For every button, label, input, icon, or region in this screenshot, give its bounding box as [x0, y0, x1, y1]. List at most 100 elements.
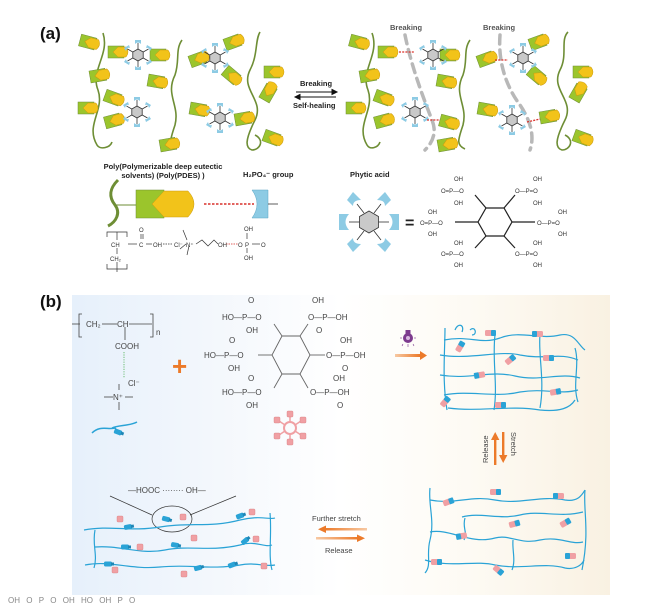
monomer-structure — [72, 313, 154, 410]
token: OH — [62, 596, 75, 605]
pdes-unit — [373, 111, 397, 130]
pdes-unit — [568, 79, 590, 104]
fracture-line — [497, 33, 534, 152]
stretched-network — [83, 512, 276, 571]
svg-text:O: O — [337, 401, 343, 410]
phytic-acid-crosslinker — [123, 39, 153, 71]
pdes-unit — [263, 65, 285, 79]
release-label-vertical: Release — [481, 435, 490, 463]
uv-lamp-icon — [400, 330, 416, 347]
pdes-unit — [538, 108, 561, 125]
svg-text:OH: OH — [533, 263, 542, 269]
phytic-acid-structure-a — [455, 194, 535, 249]
svg-text:OH: OH — [244, 227, 253, 233]
svg-text:C: C — [139, 243, 144, 249]
equals-sign: = — [405, 215, 414, 232]
phytic-acid-structure-b — [258, 323, 325, 389]
pdes-unit — [103, 111, 127, 130]
token: O — [26, 596, 33, 605]
arrow-backward-label: Self-healing — [293, 101, 336, 110]
svg-text:O—P—OH: O—P—OH — [310, 388, 350, 397]
svg-text:OH: OH — [218, 243, 227, 249]
pdes-unit — [436, 136, 459, 153]
monomer-unit-icon — [113, 428, 125, 437]
pdes-unit — [222, 32, 247, 51]
svg-text:OH: OH — [533, 201, 542, 207]
breaking-label-2: Breaking — [483, 23, 516, 32]
svg-text:O—P=O: O—P=O — [537, 221, 560, 227]
uv-cure-arrow — [395, 351, 427, 360]
pdes-unit — [102, 89, 127, 108]
svg-text:OH: OH — [312, 296, 324, 305]
pdes-unit — [572, 65, 594, 79]
svg-text:O—P=O: O—P=O — [515, 189, 538, 195]
polymer-chain — [169, 39, 183, 150]
pdes-unit — [348, 33, 372, 52]
pdes-unit — [438, 113, 462, 132]
svg-text:OH: OH — [246, 401, 258, 410]
pdes-chemical-structure — [106, 229, 260, 272]
svg-text:O: O — [238, 243, 243, 249]
phytic-acid-pink-icon — [273, 410, 307, 446]
svg-text:N⁺: N⁺ — [113, 393, 123, 402]
svg-text:OH: OH — [533, 177, 542, 183]
svg-text:O: O — [342, 364, 348, 373]
pdes-unit — [527, 32, 552, 51]
broken-network — [345, 31, 596, 153]
svg-text:P: P — [245, 243, 249, 249]
svg-text:OH: OH — [244, 256, 253, 262]
pdes-unit — [345, 101, 367, 115]
pdes-unit — [435, 73, 458, 90]
further-stretch-label: Further stretch — [312, 514, 361, 523]
pdes-unit — [188, 101, 211, 118]
polymer-chain — [556, 31, 572, 151]
svg-text:O: O — [139, 228, 144, 234]
arrow-forward-label: Breaking — [300, 79, 333, 88]
svg-text:O: O — [229, 336, 235, 345]
pdes-unit — [261, 129, 286, 148]
svg-text:CH: CH — [117, 320, 129, 329]
h2po4-group-symbol — [251, 189, 269, 219]
polymer-chain — [246, 31, 262, 151]
inset-circle — [109, 495, 237, 533]
polymer-chain — [92, 32, 113, 149]
stretch-label-vertical: Stretch — [509, 432, 518, 456]
pdes-unit — [439, 48, 461, 62]
crosslinked-network-units — [439, 330, 562, 408]
pdes-unit — [377, 45, 399, 59]
panel-b-background — [72, 295, 610, 595]
polymer-chain — [457, 39, 471, 150]
svg-text:OH: OH — [454, 177, 463, 183]
svg-text:OH: OH — [153, 243, 162, 249]
pdes-chemical-labels: CH CH₂ O C OH Cl⁻ N⁺ OH O P OH OH O — [110, 227, 266, 263]
token: P — [38, 596, 45, 605]
h2po4-legend-label: H₂PO₄⁻ group — [243, 170, 294, 179]
pdes-legend-title-line1: Poly(Polymerizable deep eutectic — [103, 162, 223, 171]
svg-text:OH: OH — [428, 232, 437, 238]
svg-text:OH: OH — [340, 336, 352, 345]
svg-text:OH: OH — [246, 326, 258, 335]
broken-hbonds — [399, 51, 541, 123]
svg-text:O—P—OH: O—P—OH — [326, 351, 366, 360]
phytic-acid-legend-schematic — [339, 192, 399, 252]
svg-text:CH₂: CH₂ — [110, 257, 122, 263]
pdes-unit — [77, 101, 99, 115]
phytic-acid-crosslinker — [122, 96, 152, 128]
pdes-unit — [146, 73, 169, 90]
stretch-release-arrows — [491, 432, 508, 465]
token: OH — [8, 596, 20, 605]
svg-text:O—P=O: O—P=O — [515, 252, 538, 258]
phytic-group-tokens: OH O P O OH HO OH P O — [8, 596, 139, 605]
token: O — [129, 596, 136, 605]
release-label-horizontal: Release — [325, 546, 353, 555]
svg-text:Cl⁻: Cl⁻ — [174, 243, 183, 249]
svg-text:OH: OH — [533, 241, 542, 247]
svg-text:O: O — [316, 326, 322, 335]
phytic-legend-label: Phytic acid — [350, 170, 390, 179]
svg-text:HO—P—O: HO—P—O — [222, 388, 262, 397]
panel-a-label: (a) — [40, 24, 61, 43]
pdes-unit — [149, 48, 171, 62]
pdes-unit — [220, 65, 245, 88]
monomer-chain-icon — [91, 421, 138, 436]
svg-text:HO—P—O: HO—P—O — [204, 351, 244, 360]
